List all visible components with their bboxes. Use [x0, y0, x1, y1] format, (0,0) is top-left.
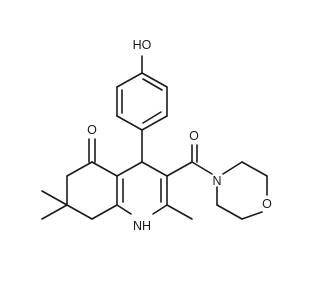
bond [241, 211, 263, 220]
bond [152, 204, 168, 215]
cyclohexenone-ring [66, 161, 118, 220]
bond [66, 204, 93, 220]
bond [166, 161, 193, 177]
bond [141, 115, 168, 131]
bond [141, 161, 168, 177]
bond [116, 161, 143, 177]
amide-oxygen-label: O [189, 129, 199, 143]
bond [116, 72, 143, 88]
bond [116, 115, 143, 131]
ketone-oxygen-label: O [87, 123, 97, 137]
bond [141, 72, 168, 88]
morpholine-oxygen-label: O [262, 197, 272, 211]
structure-canvas: HO O O N O NH [41, 38, 272, 233]
bond [222, 161, 243, 175]
molecule-diagram: HO O O N O NH [41, 38, 272, 233]
bond [241, 161, 268, 177]
bond [41, 204, 68, 220]
dihydropyridine-ring [116, 161, 168, 215]
bond [66, 161, 93, 177]
morpholine-nitrogen-label: N [212, 174, 221, 188]
double-bond [142, 111, 162, 124]
phenol-ring [116, 72, 168, 131]
bond [191, 161, 213, 175]
bond [166, 204, 193, 220]
hydroxyl-label: HO [133, 38, 152, 52]
morpholine-ring [216, 161, 268, 220]
bond [91, 204, 118, 220]
bond [91, 161, 118, 177]
ring-nh-label: NH [133, 219, 151, 233]
bond [216, 204, 243, 220]
double-bond [142, 78, 163, 91]
bond [116, 204, 132, 215]
bond [41, 190, 68, 206]
